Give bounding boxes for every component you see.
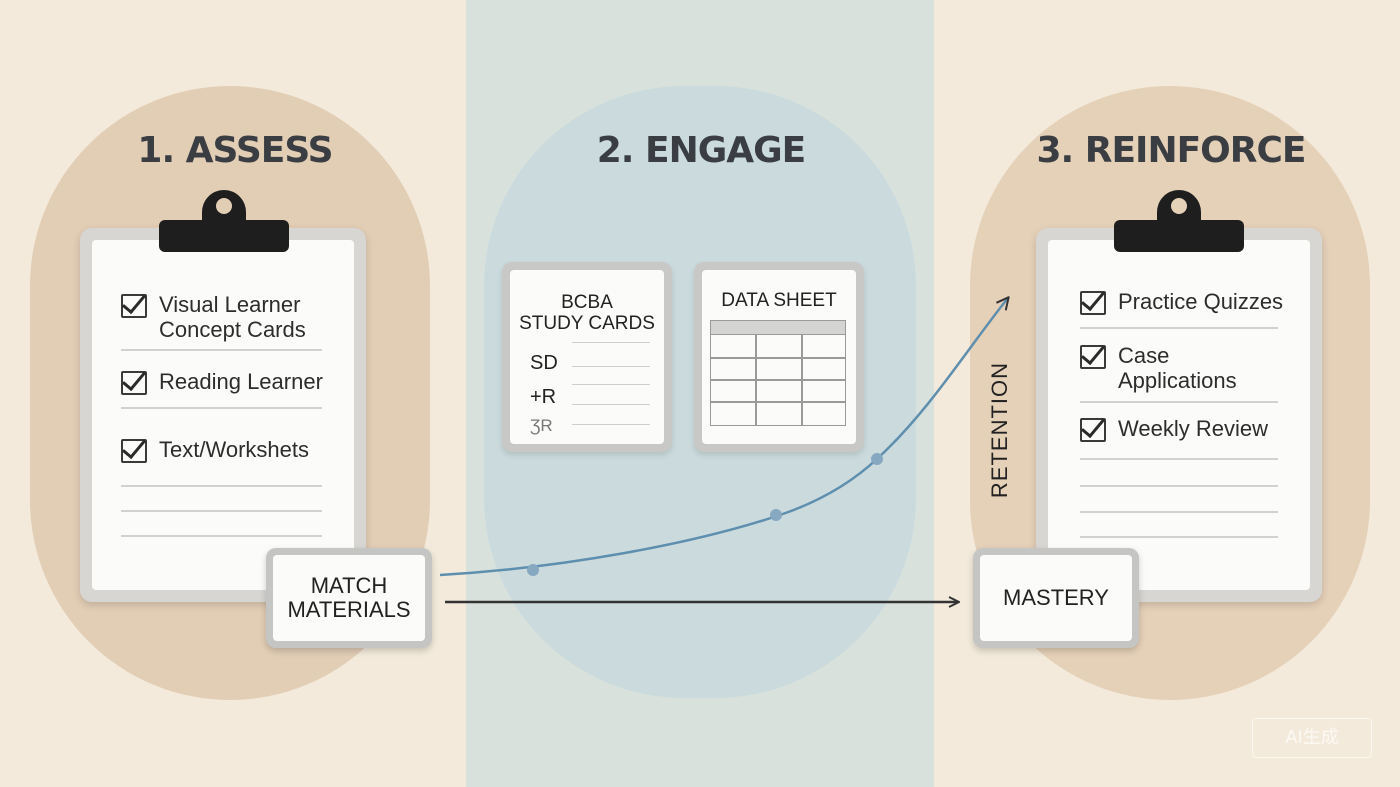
checkbox-checked-icon bbox=[121, 439, 147, 463]
divider bbox=[121, 535, 322, 537]
data-sheet-card: DATA SHEET bbox=[694, 262, 864, 452]
item-line: Concept Cards bbox=[159, 317, 306, 342]
symbol-sd: SD bbox=[530, 352, 558, 374]
checkbox-checked-icon bbox=[1080, 291, 1106, 315]
symbol-plus-r: +R bbox=[530, 386, 557, 408]
checkbox-checked-icon bbox=[121, 294, 147, 318]
card-line bbox=[572, 342, 650, 343]
divider bbox=[1080, 458, 1278, 460]
mastery-tag: MASTERY bbox=[973, 548, 1139, 648]
card-line bbox=[572, 384, 650, 385]
divider bbox=[1080, 327, 1278, 329]
item-line: Reading Learner bbox=[159, 369, 323, 394]
clipboard-clip-icon bbox=[159, 220, 289, 252]
divider bbox=[121, 485, 322, 487]
clipboard-clip-icon bbox=[1114, 220, 1244, 252]
symbol-r: ƷR bbox=[530, 416, 553, 435]
divider bbox=[1080, 511, 1278, 513]
curve-point bbox=[770, 509, 782, 521]
checkbox-checked-icon bbox=[1080, 418, 1106, 442]
divider bbox=[1080, 401, 1278, 403]
data-sheet-grid bbox=[710, 320, 846, 426]
retention-label: RETENTION bbox=[987, 361, 1012, 499]
checkbox-checked-icon bbox=[121, 371, 147, 395]
divider bbox=[1080, 485, 1278, 487]
stage-title-reinforce: 3. REINFORCE bbox=[1036, 130, 1306, 171]
curve-point bbox=[527, 564, 539, 576]
item-line: Text/Workshets bbox=[159, 437, 309, 462]
curve-point bbox=[871, 453, 883, 465]
divider bbox=[121, 349, 322, 351]
data-sheet-title: DATA SHEET bbox=[721, 290, 837, 311]
assess-item-reading: Reading Learner bbox=[121, 369, 323, 395]
card-line bbox=[572, 404, 650, 405]
divider bbox=[121, 510, 322, 512]
item-line: Visual Learner bbox=[159, 292, 301, 317]
checkbox-checked-icon bbox=[1080, 345, 1106, 369]
reinforce-item-quizzes: Practice Quizzes bbox=[1080, 289, 1283, 315]
stage-title-engage: 2. ENGAGE bbox=[596, 130, 807, 171]
item-line: Applications bbox=[1118, 368, 1237, 393]
item-line: Weekly Review bbox=[1118, 416, 1268, 441]
stage-title-assess: 1. ASSESS bbox=[137, 130, 333, 171]
divider bbox=[1080, 536, 1278, 538]
reinforce-item-weekly: Weekly Review bbox=[1080, 416, 1268, 442]
card-line bbox=[572, 366, 650, 367]
card-line bbox=[572, 424, 650, 425]
retention-curve bbox=[439, 298, 1008, 577]
divider bbox=[121, 407, 322, 409]
item-line: Practice Quizzes bbox=[1118, 289, 1284, 314]
watermark: AI生成 bbox=[1252, 718, 1372, 758]
item-line: Case bbox=[1118, 343, 1170, 368]
assess-item-text: Text/Workshets bbox=[121, 437, 309, 463]
